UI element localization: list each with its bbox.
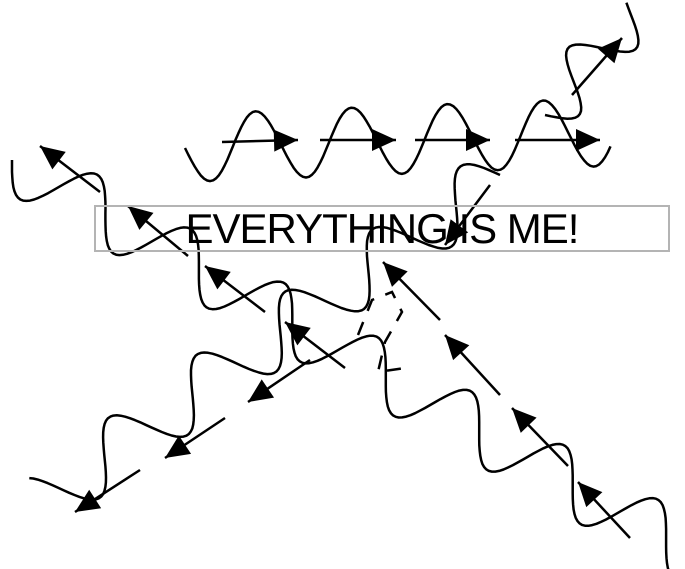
dashed-crossing-segment xyxy=(358,292,405,372)
diagonal-up-arrow-2-head xyxy=(248,379,274,402)
diagonal-down-arrow-1-head xyxy=(40,146,66,169)
top-arrow-4-head xyxy=(576,129,600,151)
diagonal-down-arrow-3-head xyxy=(205,266,231,289)
caption-box: EVERYTHING IS ME! xyxy=(94,205,670,252)
top-arrow-2-head xyxy=(372,129,396,151)
top-arrow-1-head xyxy=(274,130,298,152)
diagonal-down-arrow-4-head xyxy=(285,322,311,345)
wavy-lines xyxy=(12,3,671,569)
caption-text: EVERYTHING IS ME! xyxy=(96,207,668,250)
top-right-wavy-tail xyxy=(545,3,638,119)
arrow-marks xyxy=(40,38,630,538)
diagonal-up-arrow-4-head xyxy=(75,490,101,512)
diagonal-up-arrow-3-head xyxy=(165,436,191,458)
